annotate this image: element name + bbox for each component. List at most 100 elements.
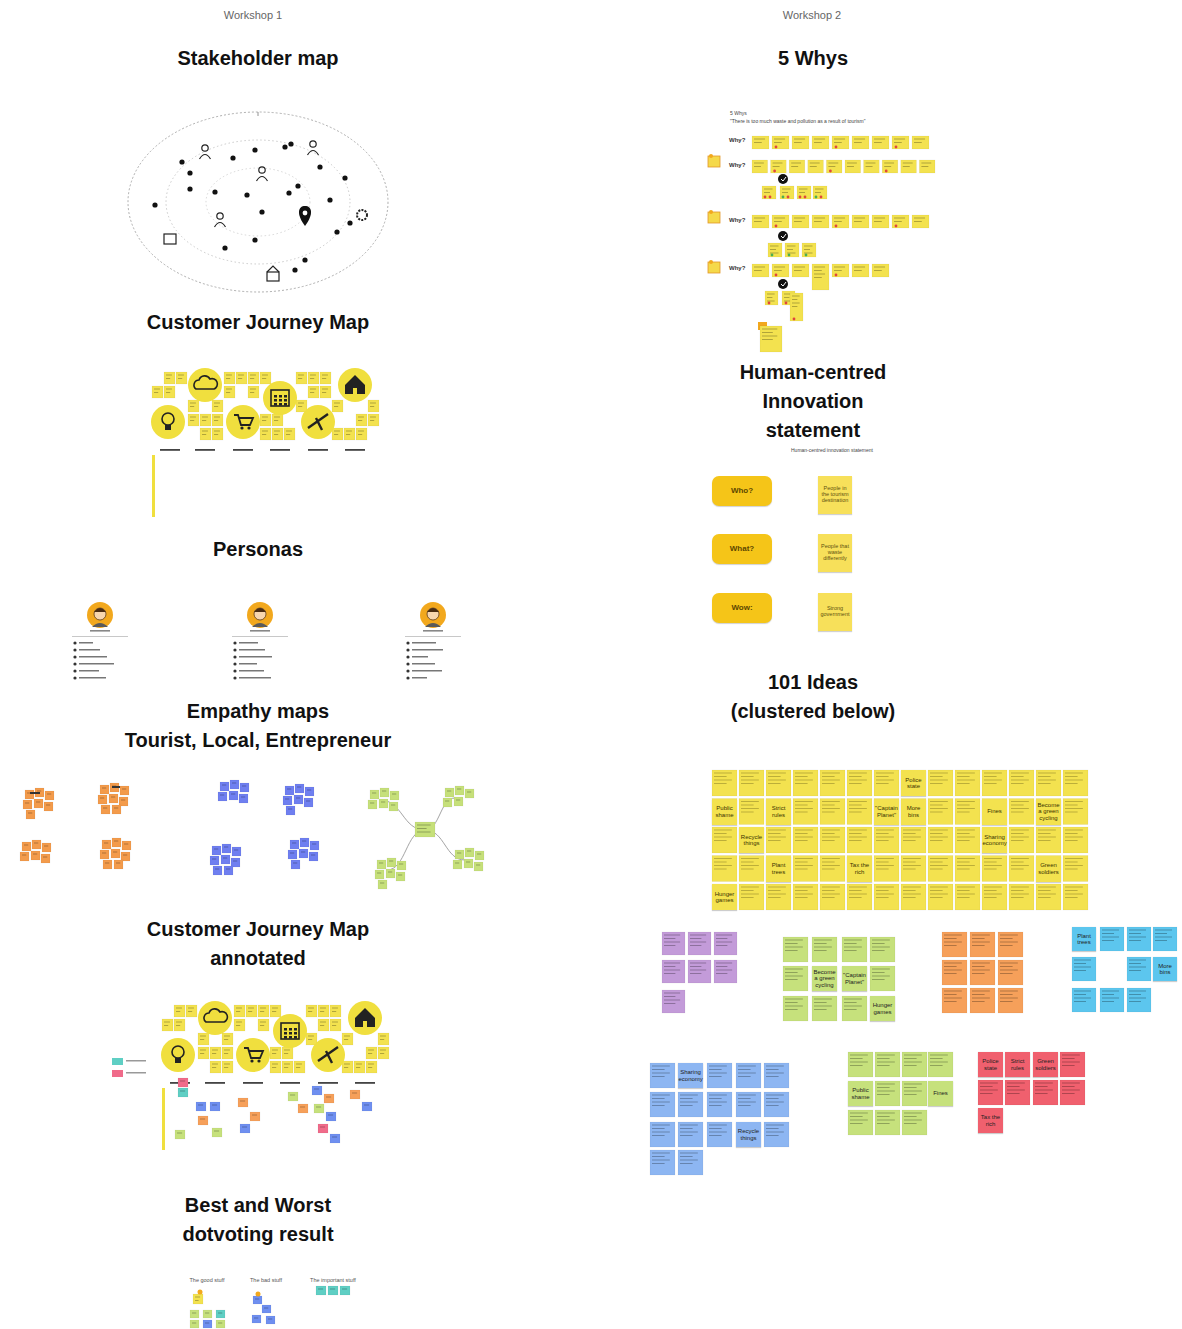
sticky-note [662, 960, 685, 983]
note-scribble [872, 950, 885, 951]
note-scribble [664, 996, 675, 997]
note-scribble [188, 1008, 194, 1009]
note-scribble [447, 791, 451, 792]
vote-dot [804, 196, 807, 199]
note-scribble [957, 812, 970, 813]
selection-marker [781, 177, 786, 181]
note-scribble [308, 1036, 314, 1037]
note-scribble [716, 970, 732, 971]
idea-note: Tax the rich [978, 1108, 1003, 1133]
note-scribble [690, 942, 706, 943]
sticky-note [224, 372, 235, 384]
note-scribble [972, 991, 990, 992]
sticky-note [474, 862, 483, 871]
sticky-note [240, 1124, 250, 1133]
stakeholder-dot [347, 220, 352, 225]
note-scribble [301, 852, 305, 853]
vote-dot [771, 254, 774, 257]
sticky-note [342, 1033, 353, 1045]
note-scribble [1038, 887, 1056, 888]
note-scribble [680, 1105, 693, 1106]
note-scribble [785, 950, 798, 951]
note-scribble [709, 1095, 727, 1096]
note-scribble [664, 938, 675, 939]
note-scribble [854, 270, 862, 271]
note-scribble [984, 887, 1002, 888]
note-scribble [766, 1095, 784, 1096]
selection-marker [778, 279, 788, 289]
sticky-note [998, 988, 1023, 1013]
idea-note: Green soldiers [1036, 856, 1061, 882]
journey-stage-circle [348, 1001, 382, 1035]
note-scribble [326, 1097, 331, 1098]
sticky-note [308, 386, 319, 398]
sticky-note [314, 1104, 324, 1113]
note-scribble [467, 851, 471, 852]
sticky-note [790, 293, 803, 321]
calendar-icon [279, 399, 282, 402]
stakeholder-dot [179, 159, 184, 164]
sticky-note [848, 1081, 873, 1106]
note-scribble [370, 420, 374, 421]
note-scribble [1000, 945, 1013, 946]
sticky-note: People in the tourism destination [818, 476, 852, 514]
note-scribble [214, 417, 220, 418]
sticky-note [650, 1150, 675, 1175]
note-scribble [114, 808, 118, 809]
sticky-note [928, 856, 953, 882]
journey-stage-circle [161, 1038, 195, 1072]
note-scribble [312, 844, 316, 845]
note-scribble [1000, 963, 1018, 964]
note-scribble [1035, 1090, 1053, 1091]
note-scribble [293, 863, 297, 864]
idea-note: Fines [982, 799, 1007, 825]
note-scribble [930, 812, 943, 813]
note-scribble [766, 1098, 779, 1099]
cart-icon [247, 426, 250, 429]
note-scribble [980, 1090, 998, 1091]
note-scribble [822, 783, 835, 784]
note-scribble [477, 854, 481, 855]
note-scribble [1065, 865, 1083, 866]
note-scribble [741, 808, 759, 809]
sticky-note [739, 856, 764, 882]
sticky-note [380, 788, 389, 797]
note-scribble [877, 1113, 895, 1114]
note-scribble [332, 1025, 336, 1026]
persona-field-text [239, 663, 257, 665]
sticky-note [368, 400, 379, 412]
sticky-note [874, 884, 899, 910]
note-scribble [214, 431, 220, 432]
sticky-note [454, 797, 463, 806]
note-scribble [680, 1098, 693, 1099]
sticky-note [847, 827, 872, 853]
person-icon [259, 167, 265, 173]
note-scribble [876, 780, 894, 781]
note-scribble [310, 378, 314, 379]
note-scribble [205, 1323, 209, 1324]
note-scribble [1000, 942, 1018, 943]
note-scribble [980, 1083, 998, 1084]
note-scribble [754, 267, 765, 268]
note-scribble [903, 887, 921, 888]
note-scribble [795, 837, 813, 838]
note-scribble [1038, 837, 1056, 838]
note-scribble [320, 1008, 326, 1009]
note-scribble [984, 897, 997, 898]
sticky-note [22, 842, 31, 851]
note-scribble [794, 139, 805, 140]
persona-hair [254, 608, 266, 612]
note-scribble [664, 963, 680, 964]
persona-hair [94, 608, 106, 612]
sticky-note [739, 770, 764, 796]
section-heading: Personas [213, 535, 303, 564]
note-scribble [877, 1087, 890, 1088]
note-scribble [218, 1323, 222, 1324]
person-icon [308, 151, 319, 156]
sticky-note [320, 386, 331, 398]
note-text: Become a green cycling [813, 969, 837, 988]
sticky-note [1100, 927, 1124, 951]
note-scribble [284, 1064, 290, 1065]
note-scribble [652, 1095, 670, 1096]
persona-field-icon [73, 676, 76, 679]
